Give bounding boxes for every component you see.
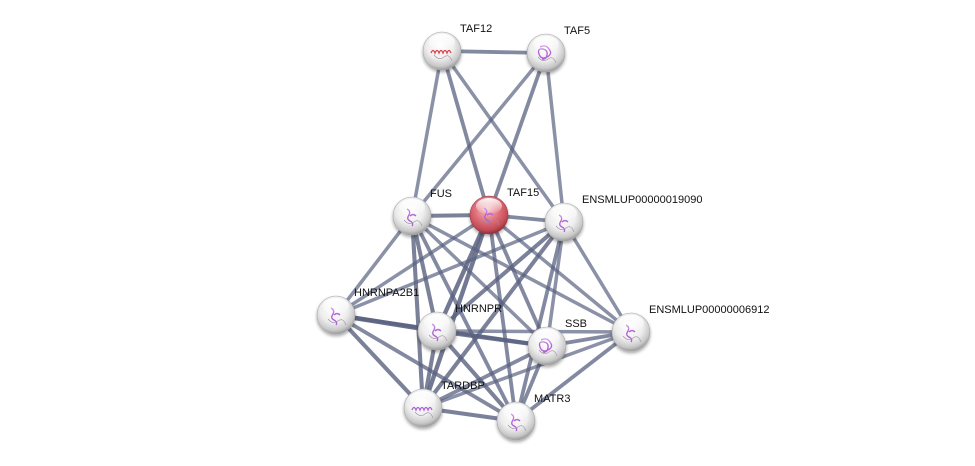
edge-taf15-hnrnpa2b1[interactable]	[334, 213, 491, 317]
node-taf12[interactable]	[422, 31, 462, 71]
edge-taf15-ensmlup00000006912[interactable]	[487, 213, 633, 334]
node-highlight	[534, 329, 560, 345]
node-label-taf5: TAF5	[564, 25, 590, 37]
edge-ensmlup00000019090-ssb[interactable]	[545, 220, 566, 348]
node-highlight	[429, 34, 455, 50]
node-highlight	[618, 315, 644, 331]
node-highlight	[410, 391, 436, 407]
node-hnrnpa2b1[interactable]	[316, 295, 356, 335]
edge-taf12-taf15[interactable]	[440, 49, 491, 217]
protein-structure-icon	[411, 406, 433, 412]
protein-backbone-icon	[414, 411, 434, 419]
edge-ensmlup00000019090-hnrnpr[interactable]	[434, 219, 567, 334]
node-tardbp[interactable]	[403, 388, 443, 428]
node-highlight	[424, 314, 450, 330]
node-highlight	[476, 198, 502, 214]
edge-fus-ssb[interactable]	[410, 214, 549, 348]
edge-ensmlup00000006912-tardbp[interactable]	[421, 330, 633, 410]
node-label-fus: FUS	[430, 188, 452, 200]
edge-taf15-tardbp[interactable]	[420, 212, 492, 411]
node-label-taf15: TAF15	[507, 187, 539, 199]
edge-ensmlup00000019090-hnrnpa2b1[interactable]	[334, 220, 566, 317]
node-label-ensmlup00000006912: ENSMLUP00000006912	[649, 304, 769, 316]
node-highlight	[399, 199, 425, 215]
node-label-hnrnpr: HNRNPR	[455, 303, 502, 315]
edge-taf5-ensmlup00000019090[interactable]	[544, 51, 566, 224]
node-taf15[interactable]	[469, 195, 509, 235]
edge-ensmlup00000019090-tardbp[interactable]	[420, 219, 567, 411]
node-fus[interactable]	[392, 196, 432, 236]
node-hnrnpr[interactable]	[417, 311, 457, 351]
edge-hnrnpr-ensmlup00000006912[interactable]	[435, 329, 633, 334]
node-label-tardbp: TARDBP	[441, 380, 485, 392]
edge-fus-hnrnpa2b1[interactable]	[334, 214, 414, 317]
node-ensmlup00000019090[interactable]	[544, 202, 584, 242]
protein-backbone-icon	[480, 218, 500, 226]
edge-fus-matr3[interactable]	[410, 214, 518, 423]
node-ssb[interactable]	[527, 326, 567, 366]
protein-backbone-icon	[507, 424, 527, 432]
node-highlight	[323, 298, 349, 314]
protein-backbone-icon	[538, 349, 558, 357]
node-ensmlup00000006912[interactable]	[611, 312, 651, 352]
edge-ensmlup00000006912-matr3[interactable]	[514, 330, 633, 423]
node-label-taf12: TAF12	[460, 23, 492, 35]
node-taf5[interactable]	[526, 33, 566, 73]
node-highlight	[503, 404, 529, 420]
protein-backbone-icon	[327, 318, 347, 326]
node-label-ensmlup00000019090: ENSMLUP00000019090	[582, 194, 702, 206]
protein-backbone-icon	[433, 54, 453, 62]
edge-fus-ensmlup00000006912[interactable]	[410, 214, 633, 334]
edge-ssb-tardbp[interactable]	[421, 344, 549, 410]
edge-hnrnpa2b1-tardbp[interactable]	[333, 312, 426, 411]
edge-ensmlup00000019090-ensmlup00000006912[interactable]	[562, 220, 633, 334]
edge-fus-hnrnpr[interactable]	[409, 213, 440, 334]
node-highlight	[551, 205, 577, 221]
protein-backbone-icon	[537, 56, 557, 64]
node-matr3[interactable]	[496, 401, 536, 441]
edge-taf12-fus[interactable]	[410, 49, 444, 218]
node-highlight	[533, 36, 559, 52]
edge-fus-tardbp[interactable]	[409, 213, 426, 411]
protein-backbone-icon	[622, 335, 642, 343]
node-label-matr3: MATR3	[534, 393, 570, 405]
edges-layer	[333, 49, 633, 424]
edge-hnrnpa2b1-matr3[interactable]	[334, 313, 518, 423]
protein-structure-icon	[430, 49, 452, 55]
edge-taf5-taf15[interactable]	[487, 51, 548, 217]
edge-taf5-fus[interactable]	[410, 51, 548, 218]
edge-taf12-ensmlup00000019090[interactable]	[440, 49, 566, 224]
protein-backbone-icon	[428, 334, 448, 342]
node-label-ssb: SSB	[565, 318, 587, 330]
protein-backbone-icon	[555, 225, 575, 233]
node-label-hnrnpa2b1: HNRNPA2B1	[354, 287, 419, 299]
edge-hnrnpr-matr3[interactable]	[434, 328, 519, 424]
edge-ensmlup00000019090-matr3[interactable]	[514, 220, 566, 423]
protein-backbone-icon	[403, 219, 423, 227]
